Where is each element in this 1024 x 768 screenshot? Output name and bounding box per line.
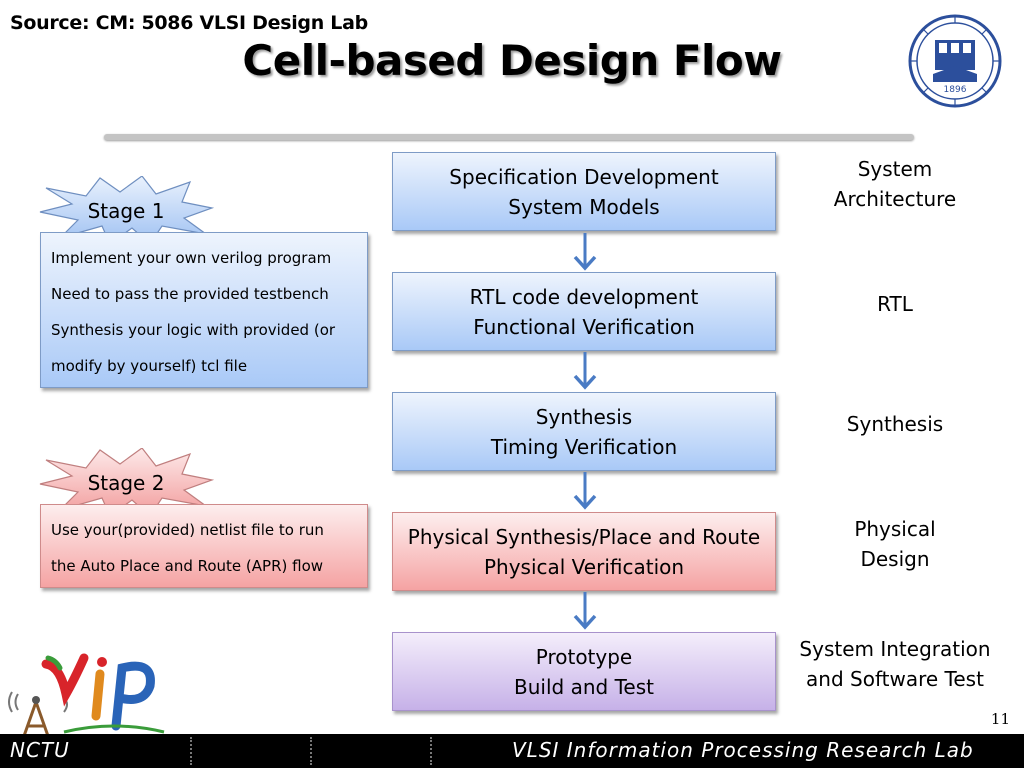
slide-title: Cell-based Design Flow: [242, 36, 782, 85]
flow-step-line1: RTL code development: [469, 284, 699, 309]
footer-right-text: VLSI Information Processing Research Lab: [512, 738, 974, 762]
title-divider: [104, 134, 914, 140]
flow-step-line1: Synthesis: [535, 404, 633, 429]
phase-label-line2: Design: [860, 547, 930, 571]
flow-step-line1: Physical Synthesis/Place and Route: [407, 524, 761, 549]
stage-1-notes: Implement your own verilog program Need …: [40, 232, 368, 388]
note-line: the Auto Place and Route (APR) flow: [51, 557, 324, 575]
phase-label-line1: Physical: [854, 517, 936, 541]
footer-bar: NCTU VLSI Information Processing Researc…: [0, 734, 1024, 768]
phase-label-line1: System Integration: [799, 637, 991, 661]
footer-divider: [310, 737, 312, 765]
flow-step-rtl: RTL code development Functional Verifica…: [392, 272, 776, 351]
flow-step-line2: Build and Test: [514, 674, 654, 699]
footer-left-text: NCTU: [10, 738, 70, 762]
phase-label-physical-design: Physical Design: [790, 514, 1000, 574]
flow-step-prototype: Prototype Build and Test: [392, 632, 776, 711]
note-line: Synthesis your logic with provided (or: [51, 321, 336, 339]
stage-1-label: Stage 1: [87, 199, 165, 223]
note-line: Use your(provided) netlist file to run: [51, 521, 324, 539]
phase-label-rtl: RTL: [790, 289, 1000, 319]
flow-step-line1: Prototype: [535, 644, 633, 669]
note-line: Implement your own verilog program: [51, 249, 332, 267]
down-arrow-icon: [573, 352, 597, 390]
footer-divider: [430, 737, 432, 765]
phase-label-line2: Architecture: [833, 187, 957, 211]
flow-step-line2: Timing Verification: [490, 434, 678, 459]
flow-step-physical: Physical Synthesis/Place and Route Physi…: [392, 512, 776, 591]
flow-step-specification: Specification Development System Models: [392, 152, 776, 231]
university-seal-icon: 1896: [908, 14, 1002, 108]
flow-step-line1: Specification Development: [449, 164, 719, 189]
phase-label-line1: Synthesis: [846, 412, 944, 436]
down-arrow-icon: [573, 472, 597, 510]
phase-label-line1: RTL: [877, 292, 913, 316]
stage-2-notes: Use your(provided) netlist file to run t…: [40, 504, 368, 588]
stage-2-label: Stage 2: [87, 471, 165, 495]
phase-label-line1: System: [857, 157, 933, 181]
flow-step-synthesis: Synthesis Timing Verification: [392, 392, 776, 471]
flow-step-line2: System Models: [508, 194, 660, 219]
phase-label-line2: and Software Test: [806, 667, 984, 691]
source-caption: Source: CM: 5086 VLSI Design Lab: [10, 12, 368, 34]
flow-step-line2: Functional Verification: [473, 314, 695, 339]
phase-label-system-architecture: System Architecture: [790, 154, 1000, 214]
flow-step-line2: Physical Verification: [483, 554, 685, 579]
phase-label-system-integration: System Integration and Software Test: [790, 634, 1000, 694]
phase-label-synthesis: Synthesis: [790, 409, 1000, 439]
down-arrow-icon: [573, 233, 597, 271]
page-number: 11: [990, 710, 1010, 728]
vip-lab-logo-icon: [8, 653, 165, 738]
note-line: Need to pass the provided testbench: [51, 285, 329, 303]
seal-year: 1896: [944, 85, 967, 95]
down-arrow-icon: [573, 592, 597, 630]
note-line: modify by yourself) tcl file: [51, 357, 248, 375]
footer-divider: [190, 737, 192, 765]
